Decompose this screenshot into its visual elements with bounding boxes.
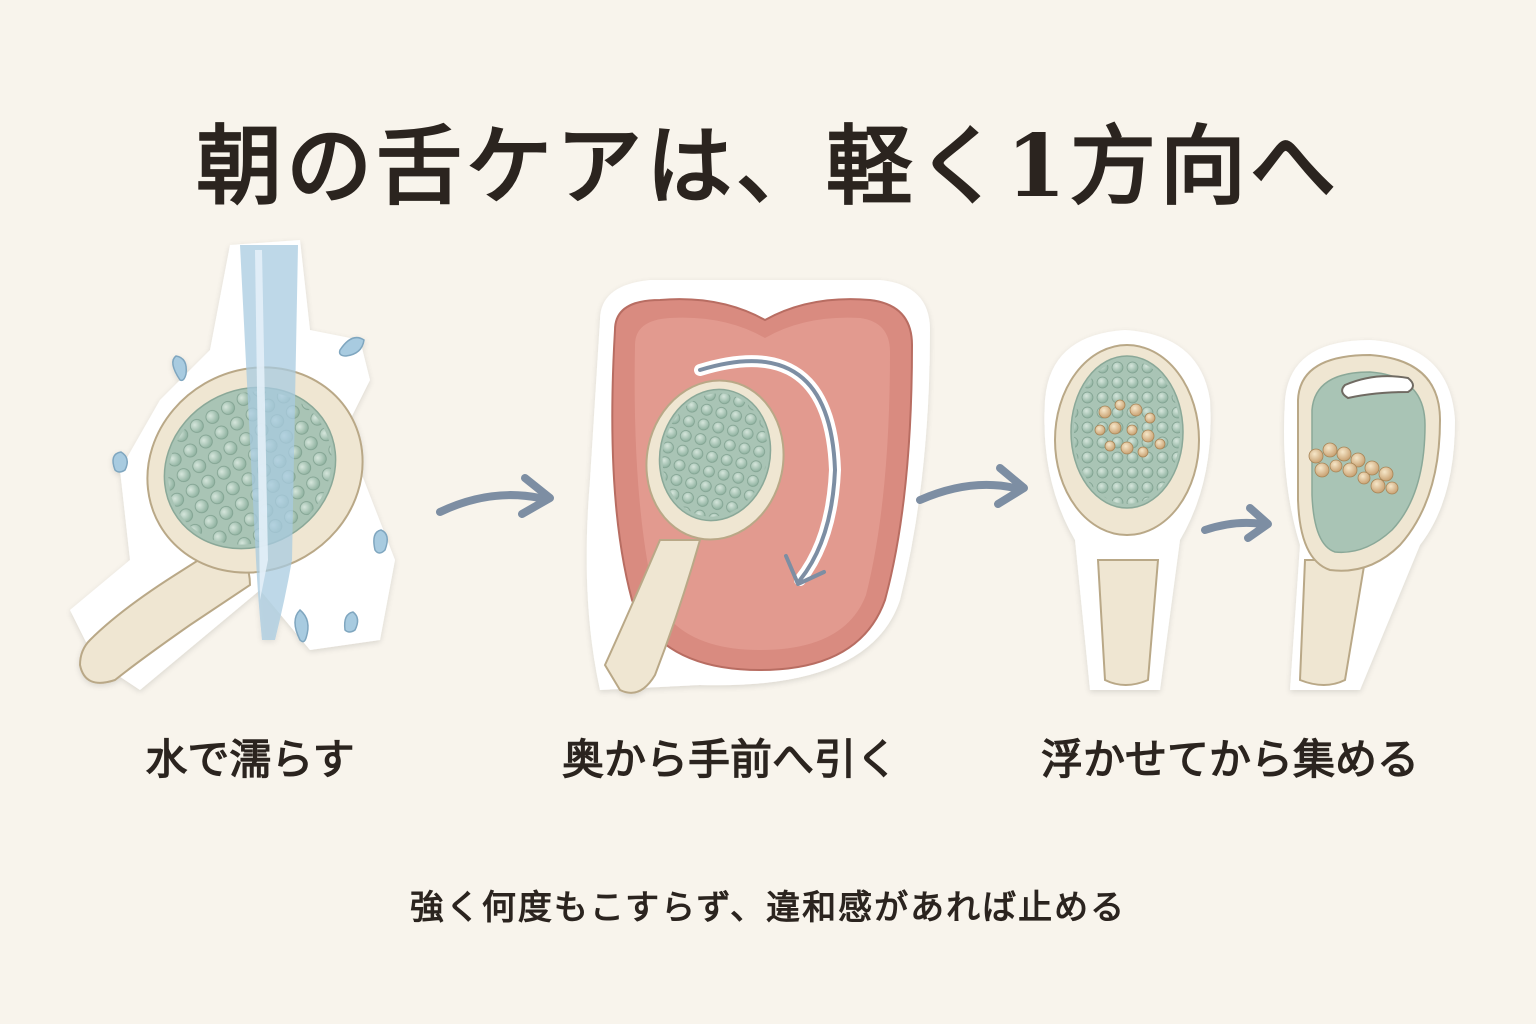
step3-brush-loosened-debris-icon bbox=[1044, 330, 1211, 690]
arrow-right-icon-1 bbox=[436, 474, 554, 518]
caution-note: 強く何度もこすらず、違和感があれば止める bbox=[409, 888, 1127, 928]
page-title: 朝の舌ケアは、軽く1方向へ bbox=[196, 116, 1340, 217]
step2-brush-on-tongue-icon bbox=[586, 280, 930, 694]
step3-label: 浮かせてから集める bbox=[1040, 735, 1419, 784]
arrow-right-icon-2 bbox=[916, 464, 1028, 508]
step2-label: 奥から手前へ引く bbox=[561, 735, 898, 784]
step3-scraper-collected-debris-icon bbox=[1284, 340, 1455, 690]
step1-label: 水で濡らす bbox=[145, 735, 355, 784]
arrow-right-icon-3 bbox=[1201, 504, 1272, 542]
step1-brush-under-water-icon bbox=[70, 240, 395, 690]
